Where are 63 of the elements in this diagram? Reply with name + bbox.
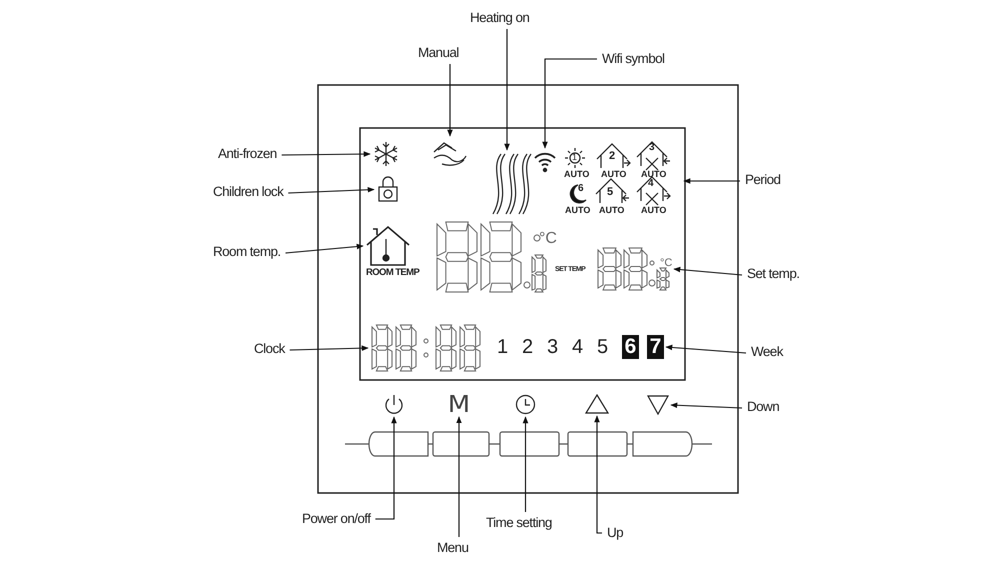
leader-arrow bbox=[670, 402, 742, 409]
callout-label: Week bbox=[751, 344, 783, 360]
callout-label: Period bbox=[745, 172, 780, 188]
week-day-number: 5 bbox=[597, 337, 608, 357]
mode-text: AUTO bbox=[599, 206, 624, 215]
down-triangle-icon bbox=[647, 395, 669, 415]
leader-arrow bbox=[504, 29, 510, 151]
house-thermometer-icon bbox=[365, 225, 411, 267]
mode-text: AUTO bbox=[565, 206, 590, 215]
callout-label: Set temp. bbox=[747, 266, 800, 282]
mode-text: AUTO bbox=[601, 170, 626, 179]
mode-text: AUTO bbox=[564, 170, 590, 179]
callout-label: Menu bbox=[437, 540, 468, 556]
snowflake-icon bbox=[372, 140, 400, 168]
mode-text: AUTO bbox=[641, 206, 666, 215]
period-number: 5 bbox=[607, 187, 614, 198]
week-day-number: 6 bbox=[622, 335, 639, 359]
leader-arrow bbox=[594, 415, 602, 534]
unit-text: °C bbox=[539, 231, 557, 247]
week-day-number: 4 bbox=[572, 337, 584, 357]
padlock-icon bbox=[376, 176, 400, 203]
power-icon bbox=[384, 394, 404, 415]
leader-arrow bbox=[285, 244, 364, 254]
period-number: 3 bbox=[649, 143, 655, 153]
leader-arrow bbox=[456, 416, 462, 537]
leader-arrow bbox=[282, 151, 371, 157]
callout-label: Anti-frozen bbox=[218, 146, 277, 162]
callout-label: Down bbox=[747, 399, 780, 415]
leader-arrow bbox=[665, 344, 746, 354]
callout-label: Wifi symbol bbox=[602, 51, 664, 67]
leader-arrow bbox=[375, 416, 397, 520]
week-day-number: 3 bbox=[547, 337, 558, 357]
clock-icon bbox=[515, 394, 536, 415]
leader-arrow bbox=[673, 266, 742, 276]
callout-label: Clock bbox=[254, 341, 285, 357]
display-caption: ROOM TEMP bbox=[366, 268, 420, 278]
menu-letter: M bbox=[447, 395, 471, 415]
callout-label: Room temp. bbox=[213, 244, 281, 260]
period-number: 2 bbox=[609, 151, 616, 162]
leader-arrow bbox=[288, 186, 375, 194]
wifi-icon bbox=[533, 150, 557, 172]
period-number: 4 bbox=[648, 179, 654, 189]
segment-display bbox=[596, 246, 672, 292]
leader-arrow bbox=[522, 416, 528, 512]
callout-label: Heating on bbox=[470, 10, 530, 26]
leader-arrow bbox=[290, 345, 369, 351]
unit-text: °C bbox=[660, 258, 672, 269]
mode-text: AUTO bbox=[641, 170, 666, 179]
period-number: 1 bbox=[572, 153, 578, 162]
leader-arrow bbox=[447, 64, 453, 137]
callout-label: Manual bbox=[418, 45, 459, 61]
leader-arrow bbox=[542, 58, 597, 149]
week-day-number: 1 bbox=[497, 337, 508, 357]
callout-label: Power on/off bbox=[302, 511, 370, 527]
leader-arrow bbox=[683, 178, 740, 184]
callout-label: Time setting bbox=[486, 515, 552, 531]
callout-label: Children lock bbox=[213, 184, 284, 200]
callout-label: Up bbox=[607, 525, 624, 541]
segment-display bbox=[370, 324, 482, 372]
week-day-number: 2 bbox=[522, 337, 534, 357]
up-triangle-icon bbox=[585, 394, 609, 414]
week-day-number: 7 bbox=[647, 335, 664, 359]
period-number: 6 bbox=[578, 184, 584, 194]
